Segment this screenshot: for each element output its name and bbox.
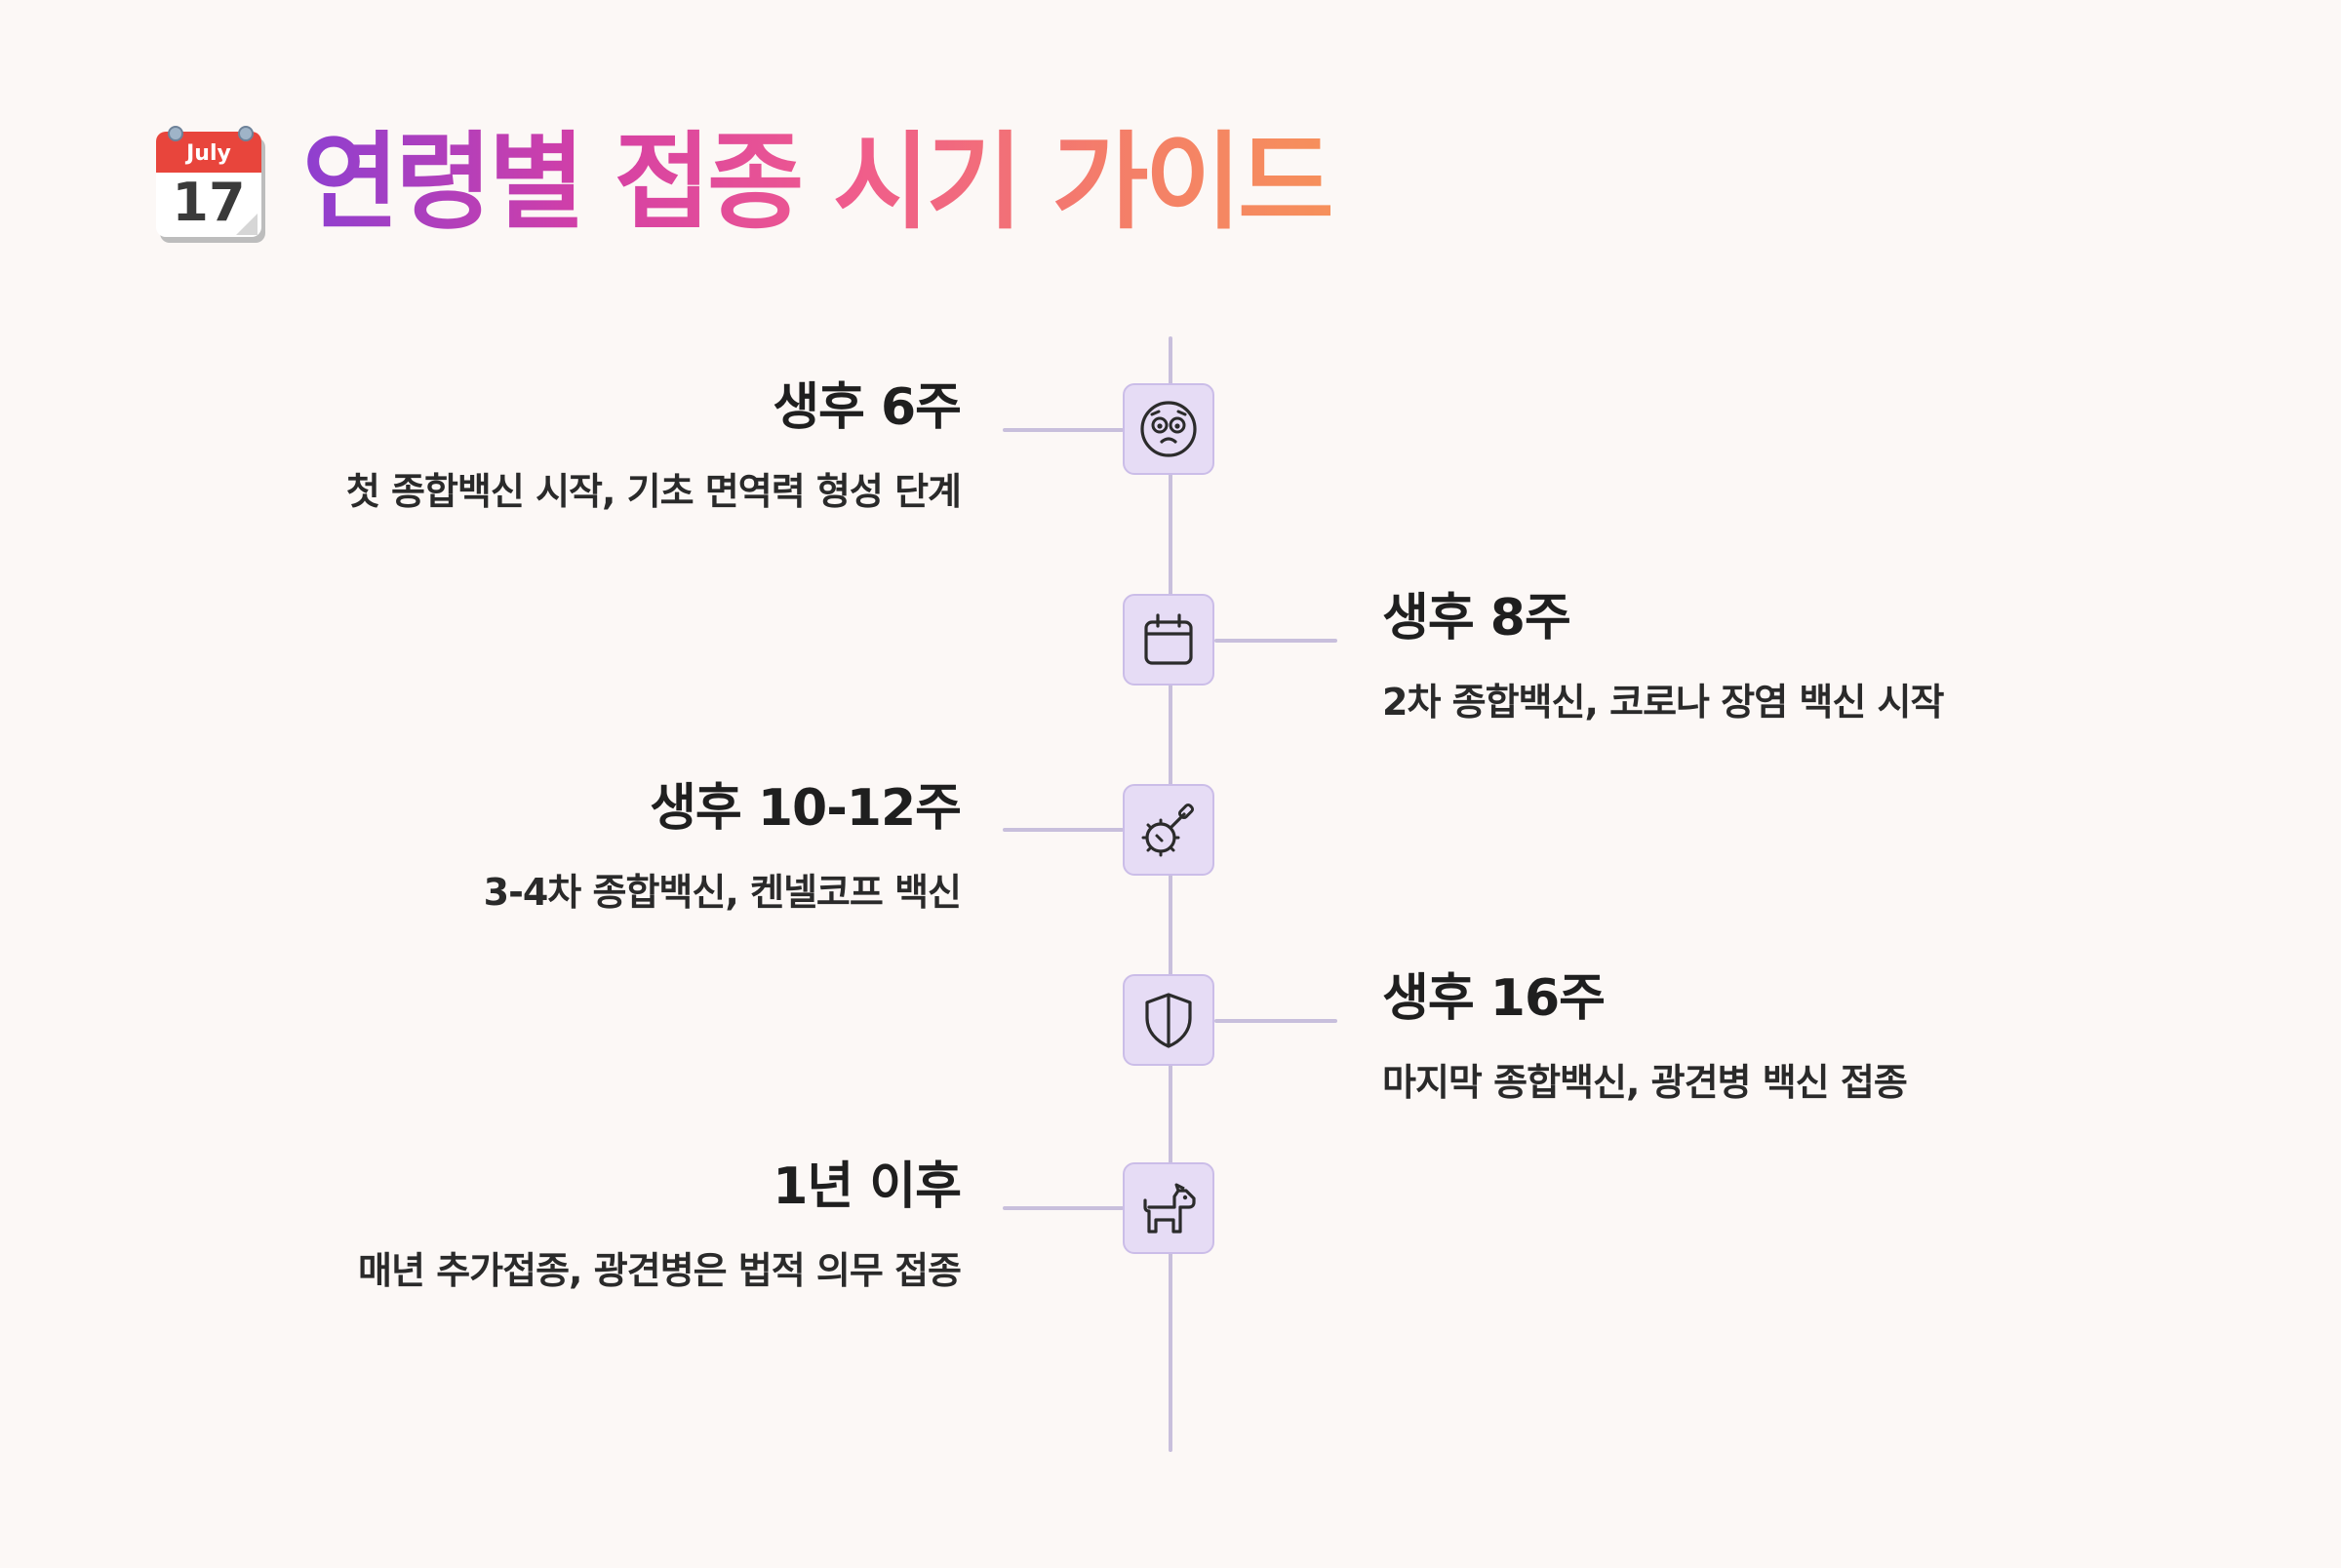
entry-title: 생후 16주 [1382, 969, 1606, 1028]
timeline-axis [1169, 336, 1172, 1452]
timeline-connector [1214, 1019, 1337, 1023]
timeline-connector [1003, 828, 1124, 832]
timeline-entry: 1년 이후 매년 추가접종, 광견병은 법적 의무 접종 [219, 1156, 962, 1294]
shield-icon [1145, 993, 1192, 1048]
dog-icon [1143, 1183, 1196, 1234]
timeline-entry: 생후 8주 2차 종합백신, 코로나 장염 백신 시작 [1382, 587, 2123, 725]
entry-title: 생후 6주 [773, 378, 962, 437]
timeline-connector [1003, 1206, 1124, 1210]
virus-syringe-icon [1141, 803, 1195, 857]
entry-title: 생후 10-12주 [650, 779, 962, 838]
timeline-connector [1003, 428, 1124, 432]
timeline-connector [1214, 639, 1337, 643]
timeline-node [1123, 594, 1214, 686]
worried-face-icon [1140, 401, 1197, 457]
timeline-node [1123, 784, 1214, 876]
timeline-node [1123, 974, 1214, 1066]
entry-description: 3-4차 종합백신, 켄넬코프 백신 [483, 871, 962, 914]
timeline-entry: 생후 6주 첫 종합백신 시작, 기초 면역력 형성 단계 [219, 376, 962, 515]
timeline-entry: 생후 10-12주 3-4차 종합백신, 켄넬코프 백신 [219, 777, 962, 916]
timeline-node [1123, 383, 1214, 475]
timeline-entry: 생후 16주 마지막 종합백신, 광견병 백신 접종 [1382, 967, 2123, 1106]
page-title: 연령별 접종 시기 가이드 [302, 122, 1334, 244]
calendar-day: 17 [172, 172, 246, 233]
entry-description: 마지막 종합백신, 광견병 백신 접종 [1382, 1061, 1908, 1104]
entry-description: 매년 추가접종, 광견병은 법적 의무 접종 [358, 1249, 962, 1292]
entry-description: 2차 종합백신, 코로나 장염 백신 시작 [1382, 681, 1944, 724]
entry-title: 1년 이후 [773, 1157, 962, 1216]
entry-description: 첫 종합백신 시작, 기초 면역력 형성 단계 [345, 470, 962, 513]
entry-title: 생후 8주 [1382, 589, 1571, 647]
calendar-icon [1144, 613, 1193, 665]
timeline-node [1123, 1162, 1214, 1254]
page-header: July 17 연령별 접종 시기 가이드 [154, 122, 1334, 244]
calendar-emoji-icon: July 17 [154, 126, 269, 241]
